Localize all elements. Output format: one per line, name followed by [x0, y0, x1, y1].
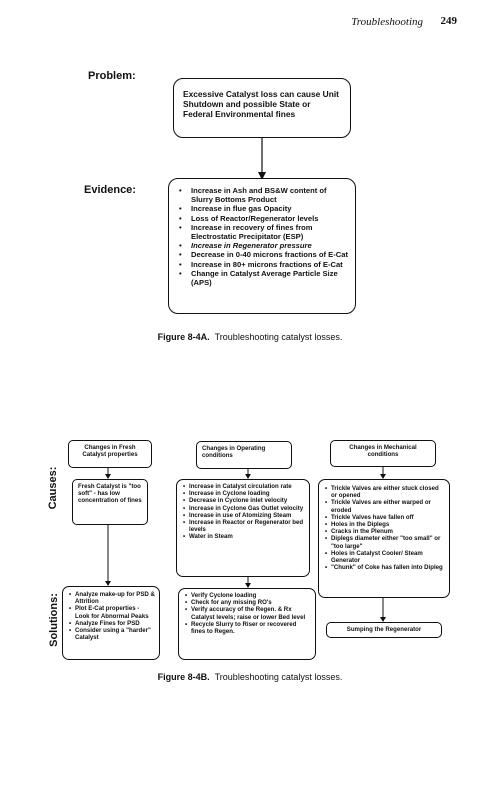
evidence-list: Increase in Ash and BS&W content of Slur…: [177, 186, 349, 287]
evidence-label: Evidence:: [84, 184, 136, 196]
col1-cause: Fresh Catalyst is "too soft" - has low c…: [78, 483, 142, 505]
col1-solution-item: Analyze Fines for PSD: [69, 620, 155, 627]
evidence-box: Increase in Ash and BS&W content of Slur…: [168, 178, 356, 314]
evidence-item: Decrease in 0-40 microns fractions of E-…: [179, 250, 349, 259]
problem-text: Excessive Catalyst loss can cause Unit S…: [183, 89, 339, 119]
col3-causes-list: Trickle Valves are either stuck closed o…: [324, 485, 445, 572]
col2-header: Changes in Operating conditions: [202, 445, 266, 460]
evidence-item: Increase in 80+ microns fractions of E-C…: [179, 260, 349, 269]
evidence-item: Increase in flue gas Opacity: [179, 204, 349, 213]
evidence-item: Increase in recovery of fines from Elect…: [179, 223, 349, 241]
col1-solution-item: Consider using a "harder" Catalyst: [69, 627, 155, 641]
causes-label: Causes:: [47, 466, 59, 510]
col1-header: Changes in Fresh Catalyst properties: [82, 444, 138, 459]
col1-solutions-box: Analyze make-up for PSD & Attrition Plot…: [62, 586, 160, 660]
col2-cause-item: Increase in Cyclone loading: [183, 490, 305, 497]
col1-cause-box: Fresh Catalyst is "too soft" - has low c…: [72, 479, 148, 525]
figure-a-caption-text: Troubleshooting catalyst losses.: [214, 332, 343, 342]
col1-header-box: Changes in Fresh Catalyst properties: [68, 440, 152, 468]
evidence-item: Increase in Ash and BS&W content of Slur…: [179, 186, 349, 204]
col3-cause-item: Trickle Valves are either warped or erod…: [325, 499, 445, 513]
col1-solution-item: Analyze make-up for PSD & Attrition: [69, 591, 155, 605]
evidence-item: Loss of Reactor/Regenerator levels: [179, 214, 349, 223]
col3-cause-item: Diplegs diameter either "too small" or "…: [325, 535, 445, 549]
problem-box: Excessive Catalyst loss can cause Unit S…: [173, 78, 351, 138]
col3-solution-box: Sumping the Regenerator: [326, 622, 442, 638]
col2-cause-item: Increase in Catalyst circulation rate: [183, 483, 305, 490]
col2-solution-item: Check for any missing RO's: [185, 599, 311, 606]
col2-solution-item: Verify Cyclone loading: [185, 592, 311, 599]
figure-b-caption-text: Troubleshooting catalyst losses.: [214, 672, 343, 682]
col3-solution: Sumping the Regenerator: [346, 626, 422, 633]
col3-cause-item: Holes in the Diplegs: [325, 521, 445, 528]
col2-cause-item: Increase in use of Atomizing Steam: [183, 512, 305, 519]
page-number: 249: [440, 15, 458, 27]
evidence-item: Increase in Regenerator pressure: [179, 241, 349, 250]
col3-cause-item: Holes in Catalyst Cooler/ Steam Generato…: [325, 550, 445, 564]
col3-causes-box: Trickle Valves are either stuck closed o…: [318, 479, 450, 598]
problem-label: Problem:: [88, 70, 136, 82]
col1-solution-item: Plot E-Cat properties - Look for Abnorma…: [69, 605, 155, 619]
figure-b-caption-label: Figure 8-4B.: [157, 672, 210, 682]
col2-cause-item: Increase in Cyclone Gas Outlet velocity: [183, 505, 305, 512]
col2-solution-item: Recycle Slurry to Riser or recovered fin…: [185, 621, 311, 635]
solutions-label: Solutions:: [48, 593, 60, 647]
figure-a-caption: Figure 8-4A. Troubleshooting catalyst lo…: [90, 332, 410, 342]
running-header-title: Troubleshooting: [351, 16, 423, 28]
col3-cause-item: "Chunk" of Coke has fallen into Dipleg: [325, 564, 445, 571]
col2-cause-item: Water in Steam: [183, 533, 305, 540]
figure-b-caption: Figure 8-4B. Troubleshooting catalyst lo…: [90, 672, 410, 682]
col2-causes-box: Increase in Catalyst circulation rate In…: [176, 479, 310, 577]
col2-solution-item: Verify accuracy of the Regen. & Rx Catal…: [185, 606, 311, 620]
evidence-item: Change in Catalyst Average Particle Size…: [179, 269, 349, 287]
col3-cause-item: Cracks in the Plenum: [325, 528, 445, 535]
figure-a-caption-label: Figure 8-4A.: [157, 332, 210, 342]
col3-cause-item: Trickle Valves have fallen off: [325, 514, 445, 521]
col1-solutions-list: Analyze make-up for PSD & Attrition Plot…: [68, 591, 155, 641]
col3-cause-item: Trickle Valves are either stuck closed o…: [325, 485, 445, 499]
col2-causes-list: Increase in Catalyst circulation rate In…: [182, 483, 305, 541]
col2-header-box: Changes in Operating conditions: [196, 441, 292, 469]
col2-solutions-list: Verify Cyclone loading Check for any mis…: [184, 592, 311, 635]
col2-cause-item: Increase in Reactor or Regenerator bed l…: [183, 519, 305, 533]
col2-cause-item: Decrease in Cyclone inlet velocity: [183, 497, 305, 504]
col2-solutions-box: Verify Cyclone loading Check for any mis…: [178, 588, 316, 660]
col3-header-box: Changes in Mechanical conditions: [330, 440, 436, 467]
col3-header: Changes in Mechanical conditions: [349, 444, 417, 459]
